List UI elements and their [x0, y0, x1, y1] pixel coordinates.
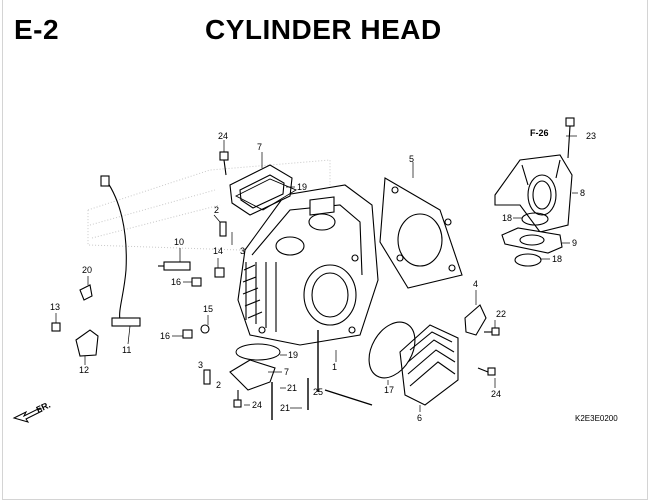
side-cover-gasket	[368, 321, 416, 379]
callout-10: 10	[174, 237, 184, 247]
o-ring-upper	[521, 212, 549, 226]
direction-label: FR.	[35, 400, 52, 415]
callout-numbers: 24 7 19 5 F-26 23 8 18 9 18 4 22 24 6 17…	[50, 128, 596, 423]
gasket-bottom	[235, 343, 281, 361]
intake-manifold	[494, 154, 573, 233]
callout-20: 20	[82, 265, 92, 275]
callout-17: 17	[384, 385, 394, 395]
callout-8: 8	[580, 188, 585, 198]
callout-3: 3	[198, 360, 203, 370]
studs	[271, 330, 373, 420]
callout-16: 16	[171, 277, 181, 287]
cross-reference-f26: F-26	[530, 128, 549, 138]
callout-21: 21	[280, 403, 290, 413]
callout-5: 5	[409, 154, 414, 164]
reference-code: K2E3E0200	[575, 414, 618, 423]
callout-7: 7	[284, 367, 289, 377]
callout-24: 24	[218, 131, 228, 141]
callout-1: 1	[332, 362, 337, 372]
callout-2: 2	[216, 380, 221, 390]
callout-9: 9	[572, 238, 577, 248]
callout-6: 6	[417, 413, 422, 423]
callout-19: 19	[288, 350, 298, 360]
callout-2: 2	[214, 205, 219, 215]
harness-clamp-bracket	[51, 284, 99, 357]
callout-22: 22	[496, 309, 506, 319]
callout-21: 21	[287, 383, 297, 393]
page-title: CYLINDER HEAD	[205, 14, 442, 45]
callout-13: 13	[50, 302, 60, 312]
callout-18: 18	[502, 213, 512, 223]
callout-14: 14	[213, 246, 223, 256]
callout-12: 12	[79, 365, 89, 375]
small-bolts	[219, 151, 500, 408]
o-ring-lower	[514, 253, 542, 267]
leader-lines	[55, 135, 578, 412]
side-cover	[399, 324, 459, 406]
callout-3: 3	[240, 246, 245, 256]
sensor-harness	[100, 175, 141, 327]
gasket-top	[235, 178, 297, 211]
callout-19: 19	[297, 182, 307, 192]
cylinder-gasket	[379, 177, 463, 289]
callout-24: 24	[491, 389, 501, 399]
callout-24: 24	[252, 400, 262, 410]
bracket	[464, 304, 487, 336]
callout-23: 23	[586, 131, 596, 141]
front-direction-arrow: FR.	[12, 400, 52, 423]
head-cover-top	[229, 164, 293, 216]
insulator	[501, 227, 563, 254]
callout-11: 11	[122, 345, 131, 355]
cover-bottom	[229, 359, 276, 391]
cylinder-head	[237, 184, 379, 346]
small-parts	[182, 221, 227, 385]
callout-16: 16	[160, 331, 170, 341]
callout-4: 4	[473, 279, 478, 289]
section-code: E-2	[14, 14, 60, 45]
spark-plug	[158, 261, 191, 271]
callout-7: 7	[257, 142, 262, 152]
callout-25: 25	[313, 387, 323, 397]
callout-18: 18	[552, 254, 562, 264]
bolt-23	[565, 117, 575, 159]
callout-15: 15	[203, 304, 213, 314]
